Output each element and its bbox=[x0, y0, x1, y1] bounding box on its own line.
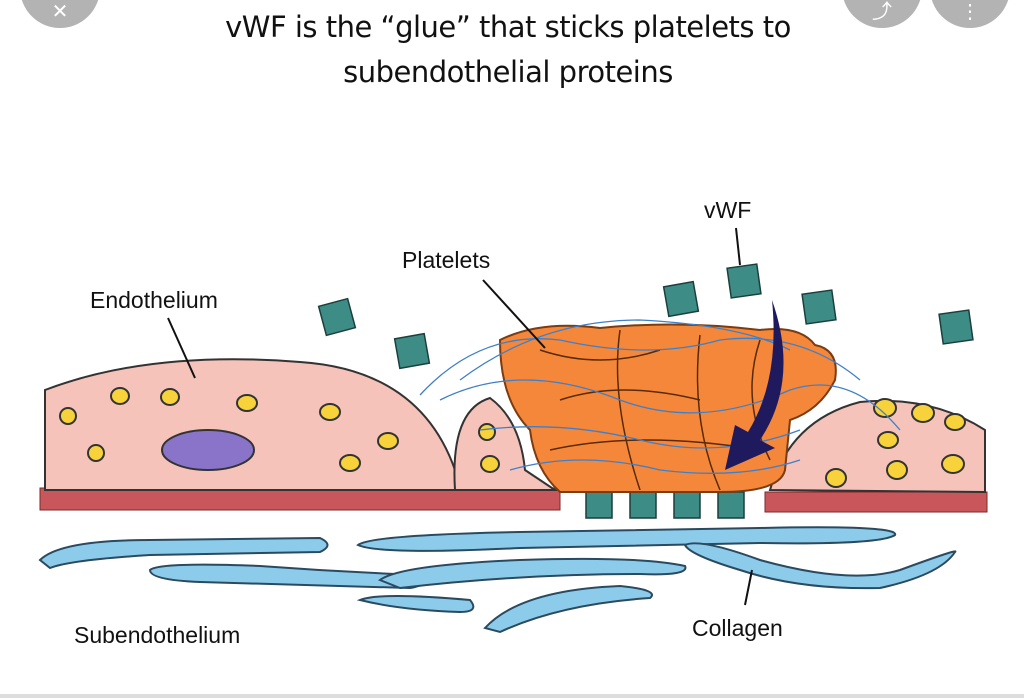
label-vwf: vWF bbox=[704, 197, 752, 223]
collagen-fibers bbox=[38, 526, 957, 634]
slide-title-line-1: vWF is the “glue” that sticks platelets … bbox=[225, 10, 791, 44]
granules bbox=[59, 387, 966, 488]
leader-lines bbox=[167, 227, 753, 606]
endothelial-cell bbox=[44, 358, 456, 491]
more-vertical-icon: ⋮ bbox=[960, 1, 980, 23]
label-subendothelium: Subendothelium bbox=[74, 622, 241, 648]
label-platelets: Platelets bbox=[402, 247, 491, 273]
arrow-icon bbox=[725, 300, 784, 470]
endothelial-cell bbox=[453, 396, 559, 491]
basement-membrane-left bbox=[39, 487, 561, 511]
label-collagen: Collagen bbox=[692, 615, 783, 641]
vwf-free-molecules bbox=[317, 263, 974, 370]
vwf-anchors bbox=[585, 491, 745, 519]
nucleus bbox=[161, 429, 255, 471]
slide-title-line-2: subendothelial proteins bbox=[343, 55, 673, 89]
close-icon: ✕ bbox=[51, 1, 69, 23]
label-endothelium: Endothelium bbox=[90, 287, 218, 313]
share-icon: ⤴ bbox=[872, 1, 892, 23]
basement-membrane-right bbox=[764, 491, 988, 513]
bottom-divider bbox=[0, 694, 1024, 698]
endothelial-cell bbox=[768, 399, 986, 494]
platelet-outlines bbox=[539, 329, 771, 491]
